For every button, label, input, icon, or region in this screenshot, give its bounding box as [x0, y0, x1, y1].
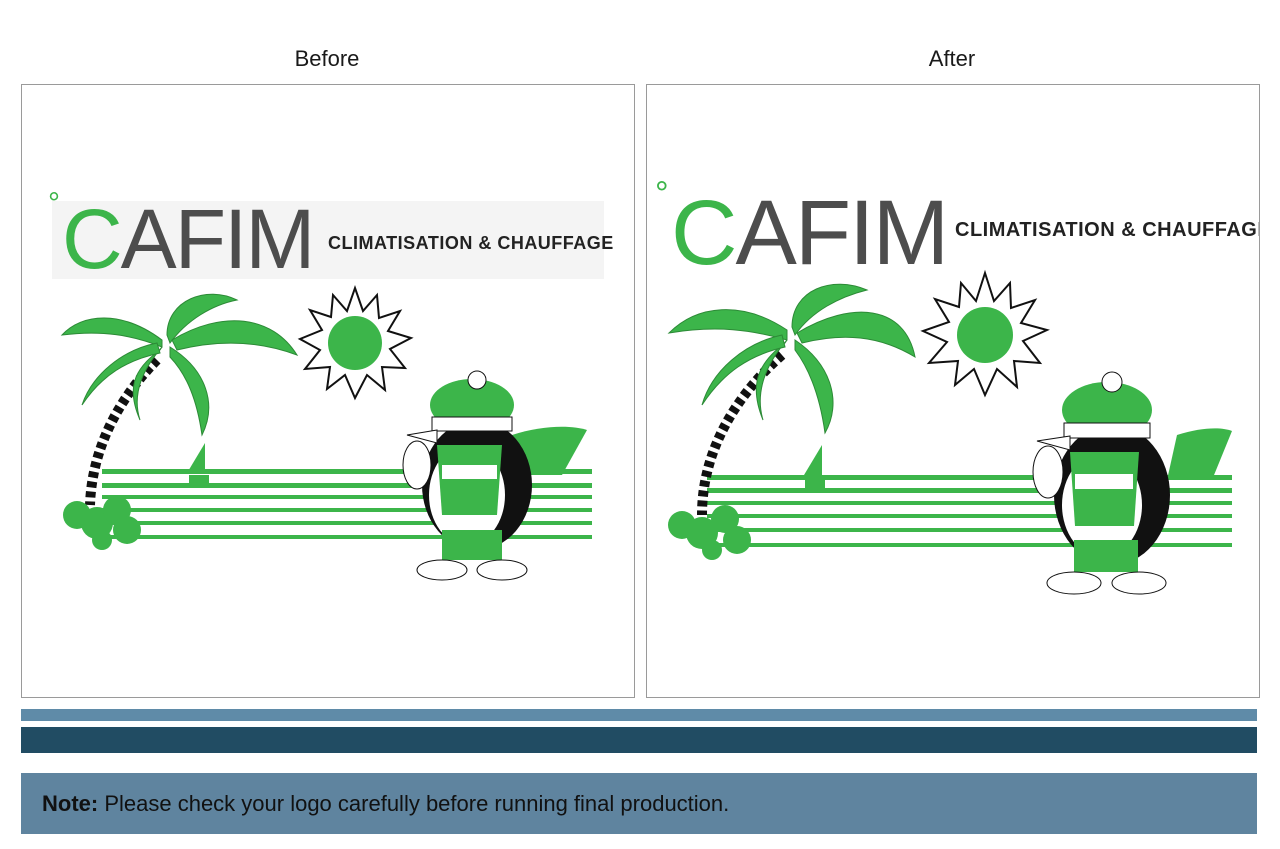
note-label: Note: [42, 791, 99, 816]
after-title: After [928, 46, 976, 71]
after-tagline: CLIMATISATION & CHAUFFAGE [955, 219, 1260, 241]
after-brand-rest: AFIM [735, 182, 949, 284]
note-message: Please check your logo carefully before … [98, 791, 730, 816]
after-panel: ° CAFIM CLIMATISATION & CHAUFFAGE [646, 84, 1260, 698]
note-banner: Note: Please check your logo carefully b… [21, 773, 1257, 834]
before-degree-symbol: ° [48, 187, 60, 220]
after-illustration [667, 269, 1232, 595]
before-illustration [52, 201, 604, 581]
divider-bar-dark [21, 727, 1257, 753]
after-degree-symbol: ° [655, 175, 669, 213]
before-tagline: CLIMATISATION & CHAUFFAGE [328, 233, 614, 253]
note-text: Note: Please check your logo carefully b… [42, 791, 729, 817]
before-brand-c: C [62, 192, 123, 286]
before-brand-rest: AFIM [120, 192, 316, 286]
before-title: Before [294, 46, 360, 71]
divider-bar-light [21, 709, 1257, 721]
after-brand-c: C [671, 182, 737, 284]
before-panel: ° CAFIM CLIMATISATION & CHAUFFAGE [21, 84, 635, 698]
